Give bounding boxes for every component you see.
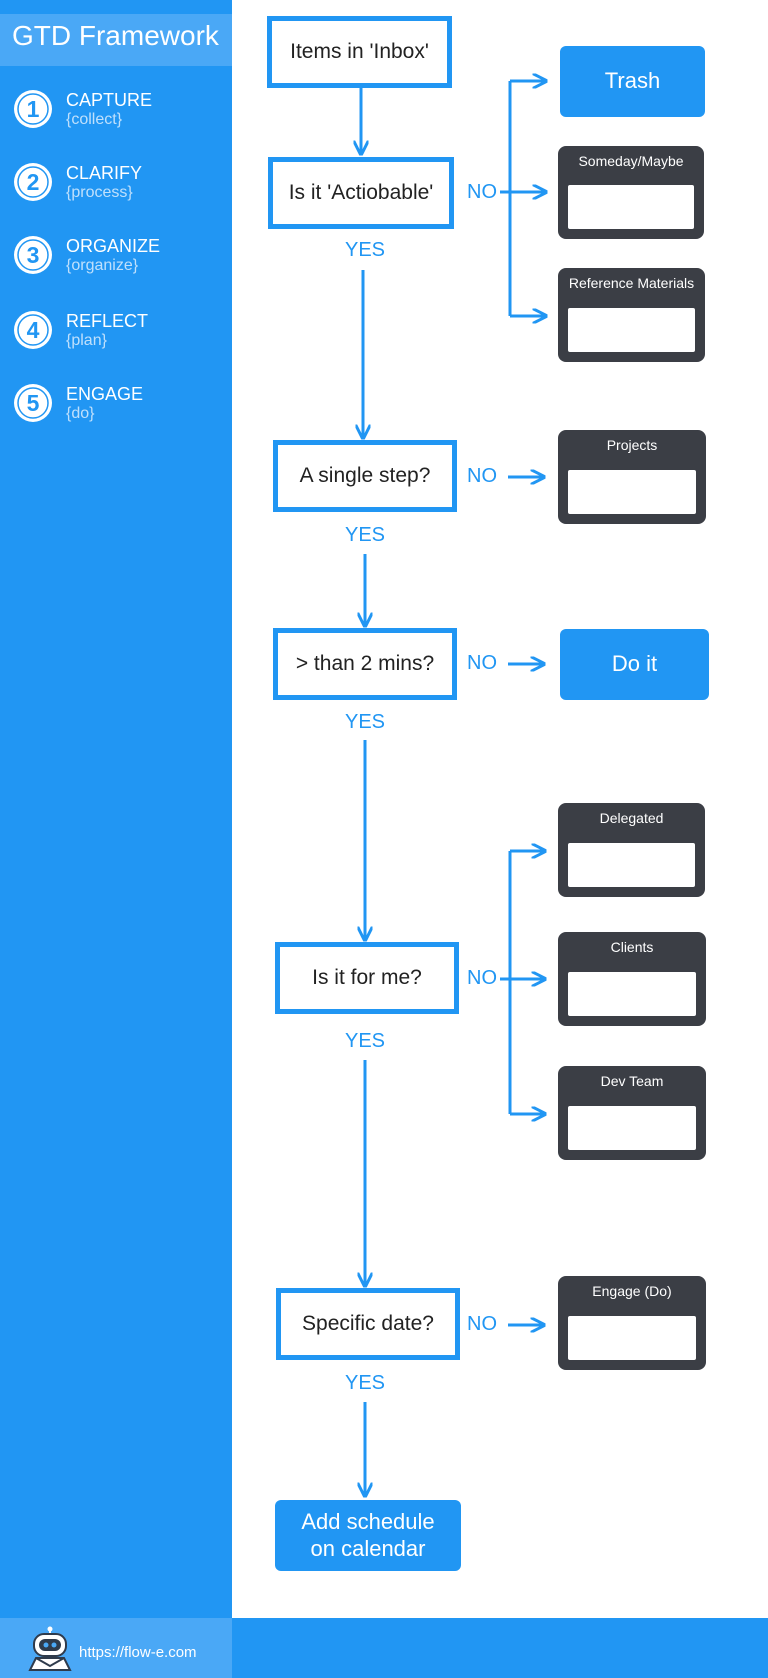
sidebar	[0, 0, 232, 1678]
step-subtitle: {process}	[66, 184, 133, 201]
step-number: 4	[27, 317, 40, 343]
folder-label: Projects	[606, 437, 658, 453]
actionable-question-box: Is it 'Actiobable'	[268, 157, 454, 229]
step-2-icon: 2	[14, 163, 52, 201]
folder-delegated: Delegated	[558, 803, 705, 897]
yes-label: YES	[345, 1030, 386, 1052]
folder-clients: Clients	[558, 932, 706, 1026]
folder-label: Engage (Do)	[592, 1283, 672, 1299]
specific-date-question-box: Specific date?	[276, 1288, 460, 1360]
for-me-question-box: Is it for me?	[275, 942, 459, 1014]
folder-slot	[568, 843, 695, 887]
add-schedule-box: Add schedule on calendar	[275, 1500, 461, 1571]
step-number: 2	[27, 169, 40, 195]
step-subtitle: {plan}	[66, 332, 107, 349]
folder-slot	[568, 308, 695, 352]
step-capture: 1 CAPTURE {collect}	[12, 88, 227, 136]
yes-label: YES	[345, 524, 386, 546]
do-it-box: Do it	[560, 629, 709, 700]
no-label: NO	[467, 465, 497, 487]
step-subtitle: {collect}	[66, 111, 123, 128]
footer-link[interactable]: https://flow-e.com	[79, 1644, 197, 1661]
folder-someday-maybe: Someday/Maybe	[558, 146, 704, 239]
add-schedule-line-2: on calendar	[310, 1535, 426, 1561]
no-label: NO	[467, 652, 497, 674]
folder-slot	[568, 185, 694, 229]
yes-label: YES	[345, 1372, 386, 1394]
add-schedule-line-1: Add schedule	[301, 1509, 435, 1535]
folder-label: Reference Materials	[568, 275, 695, 291]
step-name: ORGANIZE	[66, 236, 161, 256]
step-reflect: 4 REFLECT {plan}	[12, 309, 227, 357]
step-engage: 5 ENGAGE {do}	[12, 382, 227, 430]
no-label: NO	[467, 1313, 497, 1335]
inbox-box: Items in 'Inbox'	[267, 16, 452, 88]
step-name: CAPTURE	[66, 90, 153, 110]
app-title: GTD Framework	[12, 20, 219, 51]
folder-slot	[568, 1106, 696, 1150]
folder-label: Clients	[610, 939, 654, 955]
step-1-icon: 1	[14, 90, 52, 128]
folder-engage-do: Engage (Do)	[558, 1276, 706, 1370]
folder-slot	[568, 470, 696, 514]
folder-slot	[568, 972, 696, 1016]
step-clarify: 2 CLARIFY {process}	[12, 161, 227, 209]
yes-label: YES	[345, 239, 386, 261]
folder-slot	[568, 1316, 696, 1360]
step-subtitle: {do}	[66, 405, 95, 422]
folder-label: Dev Team	[600, 1073, 664, 1089]
step-name: REFLECT	[66, 311, 149, 331]
folder-projects: Projects	[558, 430, 706, 524]
step-3-icon: 3	[14, 236, 52, 274]
robot-icon	[28, 1626, 72, 1671]
yes-label: YES	[345, 711, 386, 733]
folder-reference-materials: Reference Materials	[558, 268, 705, 362]
single-step-question-box: A single step?	[273, 440, 457, 512]
step-5-icon: 5	[14, 384, 52, 422]
step-name: ENGAGE	[66, 384, 144, 404]
step-name: CLARIFY	[66, 163, 143, 183]
step-4-icon: 4	[14, 311, 52, 349]
step-number: 3	[27, 242, 40, 268]
folder-label: Someday/Maybe	[578, 153, 684, 169]
step-number: 1	[27, 96, 40, 122]
no-label: NO	[467, 967, 497, 989]
folder-label: Delegated	[599, 810, 664, 826]
trash-box: Trash	[560, 46, 705, 117]
sidebar-title-band	[0, 14, 232, 66]
two-mins-question-box: > than 2 mins?	[273, 628, 457, 700]
step-number: 5	[27, 390, 40, 416]
no-label: NO	[467, 181, 497, 203]
step-organize: 3 ORGANIZE {organize}	[12, 234, 227, 282]
step-subtitle: {organize}	[66, 257, 139, 274]
folder-dev-team: Dev Team	[558, 1066, 706, 1160]
